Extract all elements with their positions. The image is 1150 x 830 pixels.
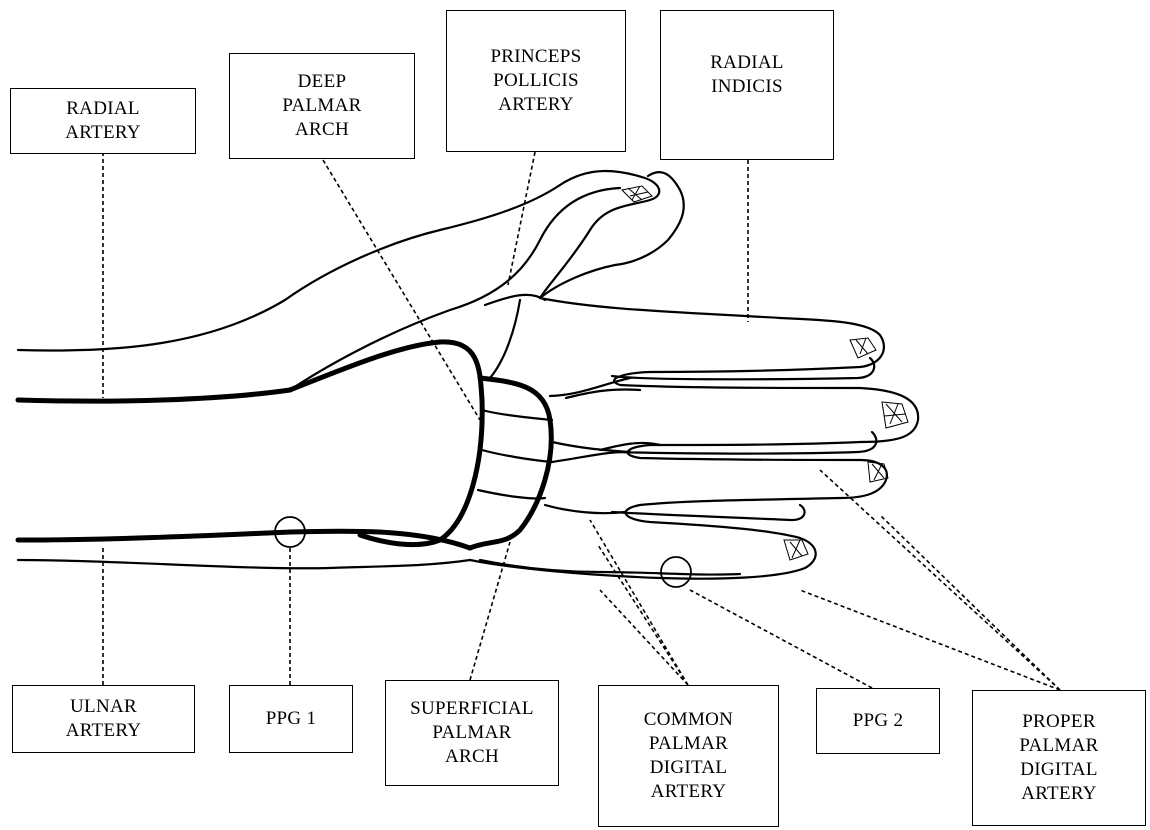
label-line: COMMON (644, 708, 733, 732)
leader-deep-palmar-arch (323, 160, 480, 420)
label-line: INDICIS (711, 75, 783, 99)
label-line: DIGITAL (1020, 758, 1098, 782)
label-line: ARTERY (1021, 782, 1097, 806)
label-line: PALMAR (1019, 734, 1098, 758)
label-line: POLLICIS (493, 69, 579, 93)
label-line: RADIAL (710, 51, 784, 75)
label-line: ARCH (295, 118, 349, 142)
ppg2-sensor (661, 557, 691, 587)
leader-common-palmar-digital (590, 520, 688, 685)
label-line: ARTERY (498, 93, 574, 117)
label-proper-palmar-digital-artery: PROPER PALMAR DIGITAL ARTERY (972, 690, 1146, 826)
label-radial-artery: RADIAL ARTERY (10, 88, 196, 154)
label-deep-palmar-arch: DEEP PALMAR ARCH (229, 53, 415, 159)
leader-proper-palmar-digital (800, 470, 1060, 690)
leader-lines (103, 152, 1060, 690)
label-line: ARTERY (651, 780, 727, 804)
label-radial-indicis: RADIAL INDICIS (660, 10, 834, 160)
label-superficial-palmar-arch: SUPERFICIAL PALMAR ARCH (385, 680, 559, 786)
label-line: PALMAR (282, 94, 361, 118)
label-line: ARCH (445, 745, 499, 769)
label-ulnar-artery: ULNAR ARTERY (12, 685, 195, 753)
leader-ppg2 (690, 590, 872, 688)
hand-outline (18, 171, 918, 579)
label-line: ARTERY (66, 719, 142, 743)
label-line: PALMAR (649, 732, 728, 756)
label-princeps-pollicis-artery: PRINCEPS POLLICIS ARTERY (446, 10, 626, 152)
leader-princeps-pollicis (508, 152, 535, 285)
label-ppg2: PPG 2 (816, 688, 940, 754)
label-line: PALMAR (432, 721, 511, 745)
label-line: ARTERY (65, 121, 141, 145)
label-line: PROPER (1022, 710, 1096, 734)
label-line: DIGITAL (650, 756, 728, 780)
label-common-palmar-digital-artery: COMMON PALMAR DIGITAL ARTERY (598, 685, 779, 827)
label-line: PPG 2 (853, 709, 904, 733)
label-line: RADIAL (66, 97, 140, 121)
label-line: PPG 1 (266, 707, 317, 731)
arteries (18, 188, 740, 575)
label-ppg1: PPG 1 (229, 685, 353, 753)
label-line: PRINCEPS (490, 45, 581, 69)
label-line: DEEP (298, 70, 347, 94)
label-line: SUPERFICIAL (410, 697, 534, 721)
label-line: ULNAR (70, 695, 137, 719)
